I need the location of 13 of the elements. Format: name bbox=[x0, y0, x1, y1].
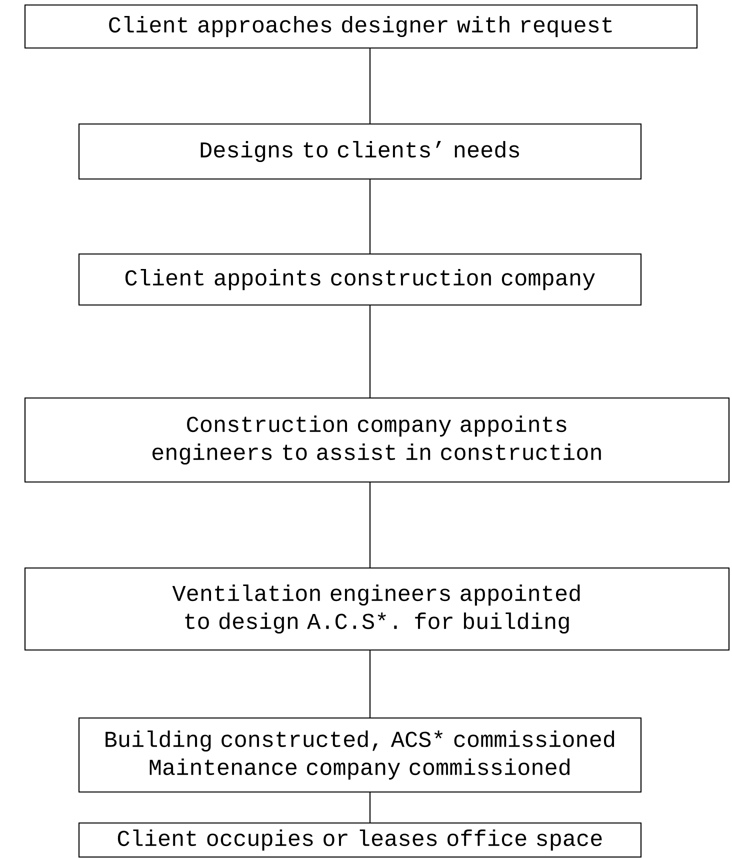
process-box: Client appoints construction company bbox=[78, 253, 642, 306]
connector-line bbox=[369, 650, 371, 718]
process-box: Client approaches designer with request bbox=[24, 4, 698, 49]
process-box: Designs to clients’ needs bbox=[78, 123, 642, 180]
process-box: Client occupies or leases office space bbox=[78, 822, 642, 858]
connector-line bbox=[369, 792, 371, 822]
connector-line bbox=[369, 48, 371, 124]
connector-line bbox=[369, 180, 371, 254]
process-box: Building constructed, ACS* commissioned Maintenance company commissioned bbox=[78, 717, 642, 793]
process-box: Construction company appoints engineers to assist in construction bbox=[24, 397, 730, 483]
connector-line bbox=[369, 306, 371, 398]
connector-line bbox=[369, 482, 371, 568]
process-box: Ventilation engineers appointed to design A.C.S*. for building bbox=[24, 567, 730, 651]
